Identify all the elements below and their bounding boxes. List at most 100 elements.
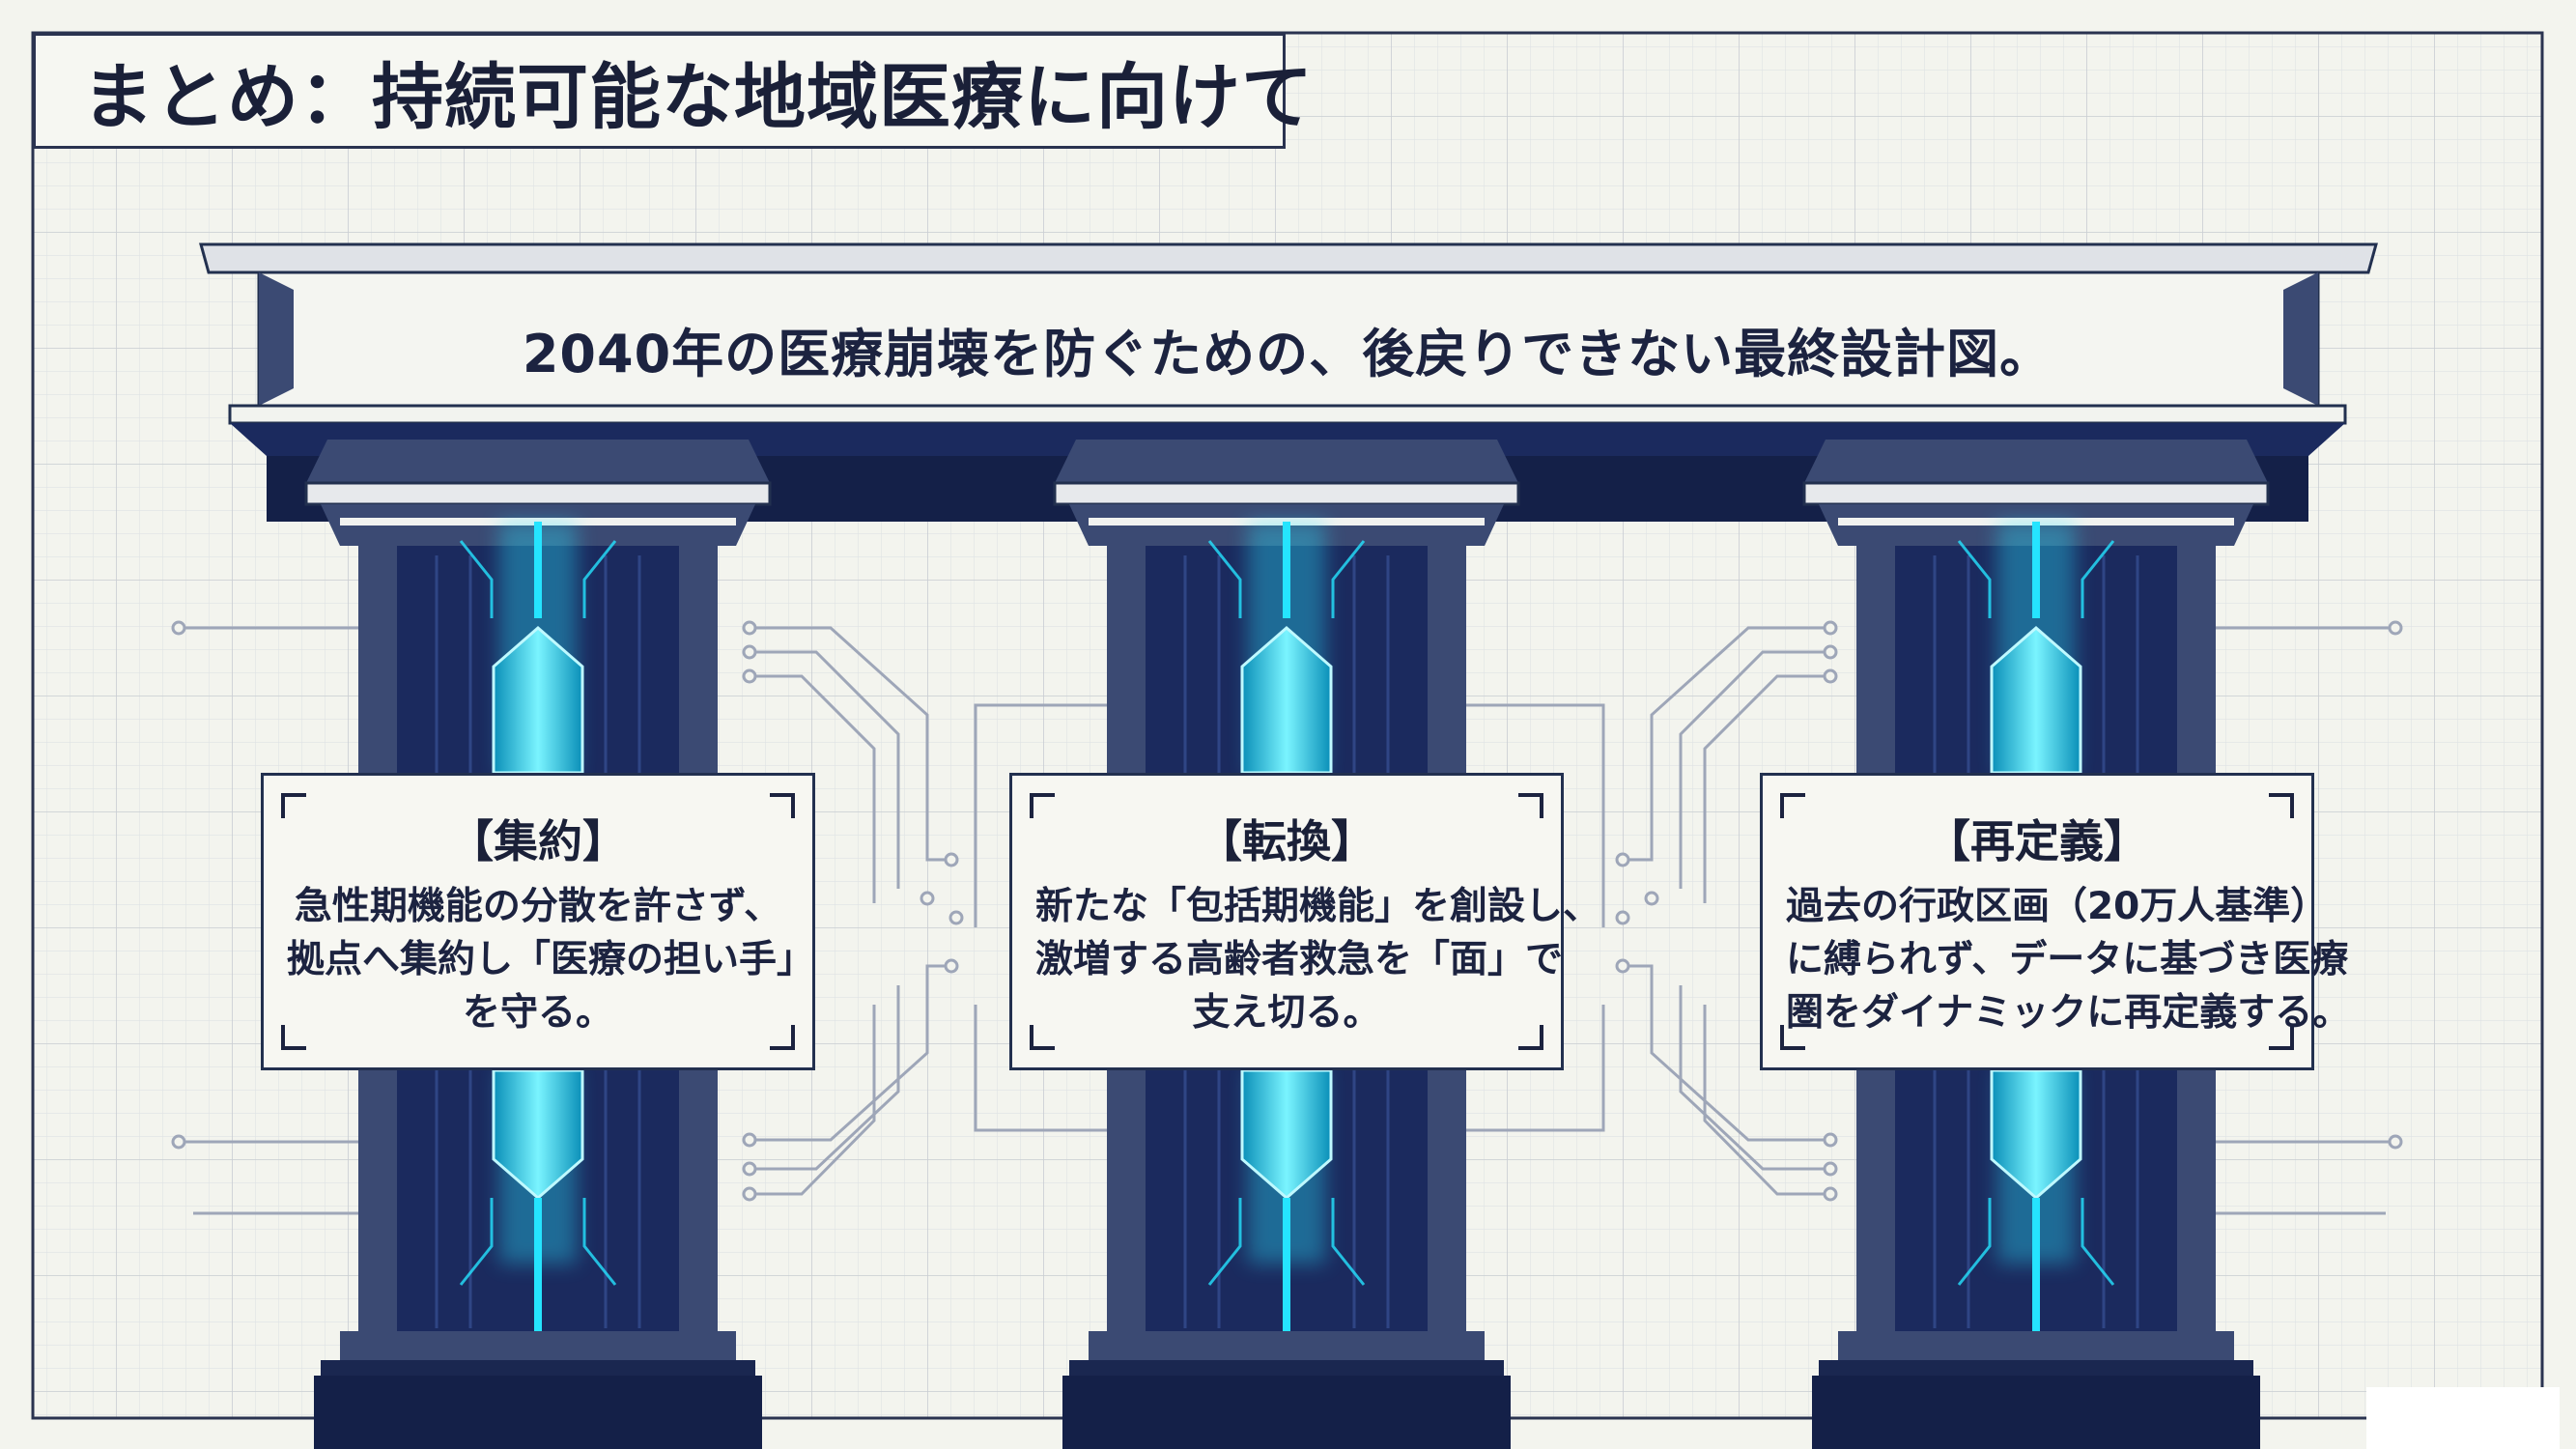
circuit-node bbox=[920, 891, 935, 906]
circuit-node bbox=[742, 1161, 757, 1177]
card-line: 過去の行政区画（20万人基準） bbox=[1786, 885, 2329, 928]
glow-crystal bbox=[1990, 1068, 2082, 1200]
glow-trace bbox=[1207, 1198, 1242, 1286]
glow-crystal bbox=[492, 1068, 584, 1200]
card-line: 拠点へ集約し「医療の担い手」 bbox=[287, 938, 815, 981]
corner-bracket bbox=[2269, 1025, 2294, 1050]
circuit-trace bbox=[1623, 964, 1830, 1142]
circuit-node bbox=[1823, 1132, 1838, 1148]
title-box: まとめ：持続可能な地域医療に向けて bbox=[33, 33, 1313, 149]
glow-crystal bbox=[1240, 1068, 1333, 1200]
corner-bracket bbox=[1030, 1025, 1055, 1050]
glow-trace bbox=[1331, 1198, 1366, 1286]
glow-trace bbox=[2081, 1198, 2115, 1286]
circuit-node bbox=[1823, 1161, 1838, 1177]
pillar-base-top bbox=[1838, 1331, 2234, 1360]
card-heading: 【転換】 bbox=[1198, 815, 1375, 867]
corner-bracket bbox=[1518, 1025, 1543, 1050]
circuit-node bbox=[1823, 1186, 1838, 1202]
pillar-base-mid bbox=[321, 1360, 755, 1376]
card-body: 急性期機能の分散を許さず、 拠点へ集約し「医療の担い手」 を守る。 bbox=[264, 880, 815, 1039]
circuit-node bbox=[1615, 910, 1630, 925]
circuit-node bbox=[1615, 852, 1630, 867]
pillar-capital-ledge bbox=[304, 481, 772, 506]
page-title: まとめ：持続可能な地域医療に向けて bbox=[82, 55, 1314, 139]
card-heading: 【再定義】 bbox=[1926, 815, 2148, 867]
glow-trace bbox=[459, 1198, 494, 1286]
circuit-trace bbox=[974, 703, 1123, 927]
pillar-capital-top bbox=[1804, 440, 2268, 483]
circuit-node bbox=[944, 958, 959, 974]
circuit-trace bbox=[1451, 703, 1605, 927]
corner-bracket bbox=[1030, 793, 1055, 818]
glow-trace bbox=[1957, 1198, 1992, 1286]
pillar-capital-top bbox=[1055, 440, 1518, 483]
circuit-trace bbox=[974, 1005, 1123, 1132]
card-line: 激増する高齢者救急を「面」で bbox=[1035, 938, 1564, 981]
circuit-trace bbox=[750, 674, 876, 903]
pillar-base-top bbox=[340, 1331, 736, 1360]
glow-trace bbox=[1207, 540, 1242, 618]
circuit-trace bbox=[1703, 1005, 1830, 1196]
banner-text: 2040年の医療崩壊を防ぐための、後戻りできない最終設計図。 bbox=[522, 323, 2053, 384]
pillar-base-top bbox=[1089, 1331, 1485, 1360]
pillar-card-2: 【転換】 新たな「包括期機能」を創設し、 激増する高齢者救急を「面」で 支え切る… bbox=[1009, 773, 1601, 1070]
pillar-base bbox=[1812, 1376, 2260, 1449]
circuit-node bbox=[1644, 891, 1659, 906]
pillar-capital-top bbox=[306, 440, 770, 483]
pillar-base bbox=[1062, 1376, 1511, 1449]
pillar-capital-ledge bbox=[1802, 481, 2270, 506]
card-heading: 【集約】 bbox=[449, 815, 627, 867]
pillar-card-3: 【再定義】 過去の行政区画（20万人基準） に縛られず、データに基づき医療 圏を… bbox=[1760, 773, 2351, 1070]
glow-trace bbox=[1331, 540, 1366, 618]
circuit-node bbox=[1615, 958, 1630, 974]
corner-bracket bbox=[770, 793, 795, 818]
corner-bracket bbox=[1780, 1025, 1805, 1050]
circuit-node bbox=[1823, 644, 1838, 660]
circuit-trace bbox=[1623, 626, 1830, 862]
glow-trace bbox=[582, 540, 617, 618]
circuit-node bbox=[2388, 1134, 2403, 1150]
card-body: 新たな「包括期機能」を創設し、 激増する高齢者救急を「面」で 支え切る。 bbox=[1012, 880, 1601, 1039]
pillar-base bbox=[314, 1376, 762, 1449]
pillar-card-1: 【集約】 急性期機能の分散を許さず、 拠点へ集約し「医療の担い手」 を守る。 bbox=[261, 773, 815, 1070]
corner-bracket bbox=[1518, 793, 1543, 818]
pillar-base-mid bbox=[1819, 1360, 2253, 1376]
circuit-node bbox=[171, 1134, 186, 1150]
circuit-node bbox=[742, 1186, 757, 1202]
circuit-trace bbox=[750, 650, 900, 889]
corner-bracket bbox=[281, 1025, 306, 1050]
circuit-node bbox=[171, 620, 186, 636]
pillar-capital-ledge bbox=[1053, 481, 1520, 506]
circuit-trace bbox=[750, 1005, 876, 1196]
glow-trace bbox=[459, 540, 494, 618]
banner: 2040年の医療崩壊を防ぐための、後戻りできない最終設計図。 bbox=[261, 288, 2314, 410]
circuit-node bbox=[948, 910, 964, 925]
glow-trace bbox=[2081, 540, 2115, 618]
corner-bracket bbox=[2269, 793, 2294, 818]
card-line: を守る。 bbox=[462, 991, 613, 1035]
corner-bracket bbox=[770, 1025, 795, 1050]
corner-patch bbox=[2366, 1387, 2560, 1449]
corner-bracket bbox=[281, 793, 306, 818]
circuit-trace bbox=[1451, 1005, 1605, 1132]
pillar-base-mid bbox=[1069, 1360, 1504, 1376]
circuit-node bbox=[742, 620, 757, 636]
circuit-node bbox=[742, 1132, 757, 1148]
circuit-trace bbox=[1679, 985, 1830, 1171]
circuit-trace bbox=[750, 985, 900, 1171]
circuit-node bbox=[2388, 620, 2403, 636]
circuit-trace bbox=[1679, 650, 1830, 889]
circuit-trace bbox=[750, 964, 951, 1142]
circuit-trace bbox=[1703, 674, 1830, 903]
card-line: 新たな「包括期機能」を創設し、 bbox=[1035, 885, 1601, 928]
card-line: 圏をダイナミックに再定義する。 bbox=[1786, 991, 2351, 1035]
card-line: 支え切る。 bbox=[1192, 991, 1381, 1035]
circuit-node bbox=[1823, 620, 1838, 636]
circuit-node bbox=[944, 852, 959, 867]
circuit-trace bbox=[750, 626, 951, 862]
circuit-node bbox=[1823, 668, 1838, 684]
glow-trace bbox=[1957, 540, 1992, 618]
